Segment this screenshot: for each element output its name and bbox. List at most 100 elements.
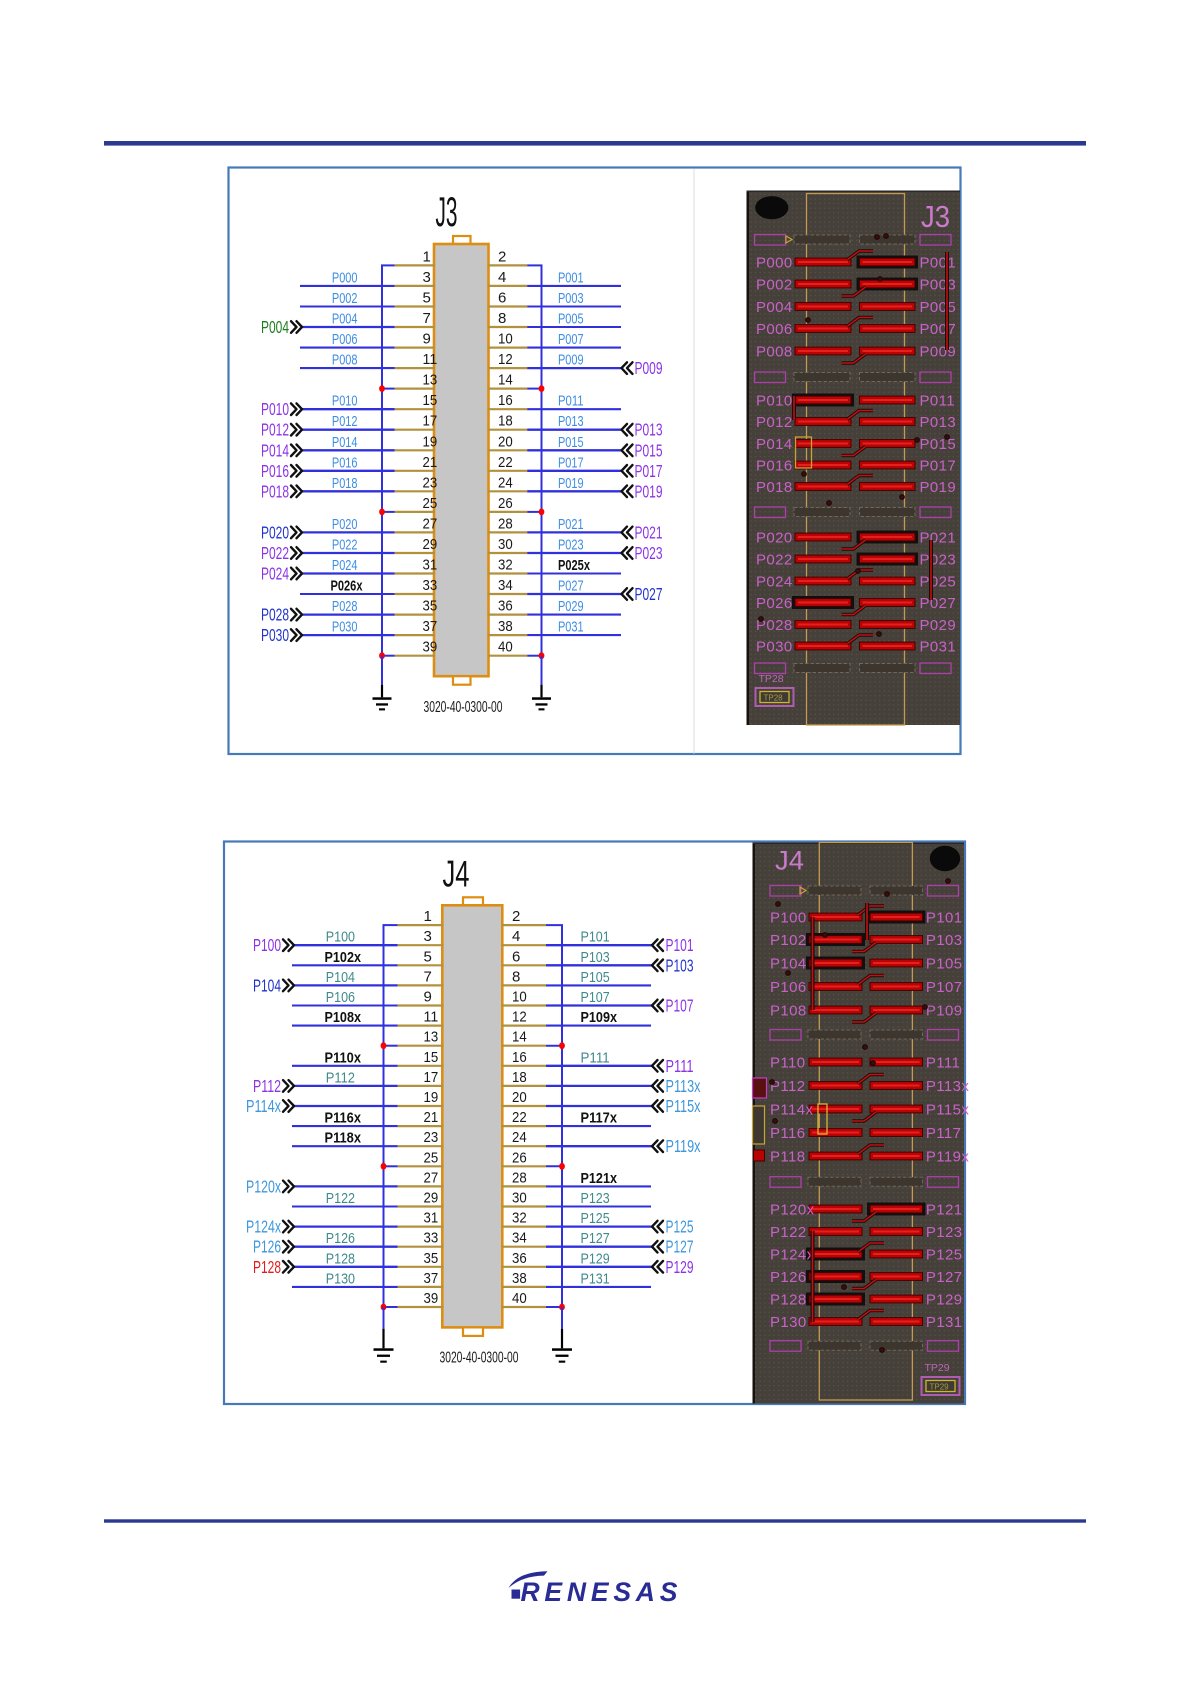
svg-text:32: 32 [498,557,513,574]
svg-text:P126: P126 [253,1237,281,1257]
svg-text:P021: P021 [558,517,584,533]
svg-text:P111: P111 [926,1055,960,1072]
svg-text:P024: P024 [261,564,289,584]
svg-text:P013: P013 [635,420,663,440]
svg-text:P020: P020 [756,530,793,547]
svg-text:P027: P027 [920,595,957,612]
svg-text:17: 17 [423,413,438,430]
svg-text:P124x: P124x [246,1217,281,1237]
svg-text:P030: P030 [261,625,289,645]
svg-text:P014: P014 [261,440,289,460]
svg-text:P129: P129 [926,1292,963,1309]
svg-text:P004: P004 [756,299,793,316]
svg-text:39: 39 [424,1290,439,1307]
svg-text:P106: P106 [770,979,807,996]
svg-text:38: 38 [498,618,513,635]
svg-text:P113x: P113x [926,1078,970,1095]
svg-text:TP28: TP28 [759,673,784,685]
svg-text:11: 11 [423,351,438,368]
svg-text:P112: P112 [326,1070,355,1086]
svg-text:5: 5 [424,948,432,965]
svg-text:P116x: P116x [325,1111,362,1127]
svg-text:P019: P019 [558,476,584,492]
svg-text:P115x: P115x [666,1096,701,1116]
svg-text:7: 7 [424,968,432,985]
svg-text:P111: P111 [666,1056,694,1076]
svg-text:38: 38 [512,1270,527,1287]
svg-text:6: 6 [512,948,520,965]
svg-text:P100: P100 [770,910,807,927]
svg-text:P130: P130 [326,1271,355,1287]
svg-text:TP28: TP28 [764,694,784,703]
svg-text:P031: P031 [558,620,584,636]
svg-text:3020-40-0300-00: 3020-40-0300-00 [440,1350,519,1367]
svg-text:P105: P105 [926,956,963,973]
svg-text:P002: P002 [756,277,793,294]
svg-text:12: 12 [512,1009,527,1026]
svg-text:P009: P009 [558,353,584,369]
svg-text:P015: P015 [558,435,584,451]
svg-text:P016: P016 [261,461,289,481]
svg-text:24: 24 [498,474,513,491]
svg-text:P006: P006 [332,332,358,348]
svg-text:P114x: P114x [770,1102,814,1119]
svg-text:P128: P128 [253,1257,281,1277]
svg-text:P020: P020 [332,517,358,533]
svg-text:TP29: TP29 [925,1362,950,1374]
svg-text:P023: P023 [558,538,584,554]
svg-text:P101: P101 [666,935,694,955]
svg-text:20: 20 [512,1089,527,1106]
svg-text:23: 23 [423,474,438,491]
svg-text:P003: P003 [558,291,584,307]
svg-text:16: 16 [498,392,513,409]
svg-text:P021: P021 [920,530,957,547]
svg-text:P023: P023 [920,552,957,569]
svg-text:P115x: P115x [926,1102,970,1119]
svg-text:P117: P117 [926,1125,962,1142]
svg-text:11: 11 [424,1009,439,1026]
svg-text:P022: P022 [756,552,793,569]
svg-text:P129: P129 [666,1257,694,1277]
svg-text:P001: P001 [558,270,584,286]
svg-text:28: 28 [498,515,513,532]
svg-text:14: 14 [498,372,513,389]
svg-text:33: 33 [423,577,438,594]
svg-text:28: 28 [512,1169,527,1186]
svg-text:P125: P125 [666,1217,694,1237]
svg-text:P125: P125 [581,1211,610,1227]
svg-text:P009: P009 [635,358,663,378]
svg-text:P127: P127 [581,1231,610,1247]
svg-text:P114x: P114x [246,1096,281,1116]
svg-text:J3: J3 [436,188,458,235]
svg-text:2: 2 [512,908,520,925]
svg-text:P126: P126 [326,1231,355,1247]
svg-text:P010: P010 [261,399,289,419]
svg-text:P103: P103 [926,932,963,949]
svg-text:P030: P030 [332,620,358,636]
svg-text:P017: P017 [635,461,663,481]
svg-text:P102x: P102x [325,950,362,966]
svg-text:P124x: P124x [770,1247,815,1264]
svg-text:P000: P000 [756,255,793,272]
svg-text:36: 36 [498,598,513,615]
svg-text:P100: P100 [253,935,281,955]
svg-text:P019: P019 [635,481,663,501]
svg-text:35: 35 [424,1250,439,1267]
svg-text:J4: J4 [443,854,470,895]
svg-text:P120x: P120x [246,1176,281,1196]
svg-text:8: 8 [512,968,520,985]
svg-text:9: 9 [423,331,431,348]
svg-text:31: 31 [424,1210,439,1227]
svg-text:1: 1 [424,908,432,925]
svg-text:P118: P118 [770,1149,806,1166]
svg-text:P107: P107 [926,979,963,996]
svg-text:P101: P101 [581,930,610,946]
svg-text:6: 6 [498,290,506,307]
svg-text:25: 25 [423,495,438,512]
svg-text:34: 34 [498,577,513,594]
svg-text:J3: J3 [921,199,950,234]
svg-text:8: 8 [498,310,506,327]
svg-text:P024: P024 [332,558,358,574]
svg-text:3: 3 [423,269,431,286]
svg-text:P026x: P026x [331,579,363,595]
